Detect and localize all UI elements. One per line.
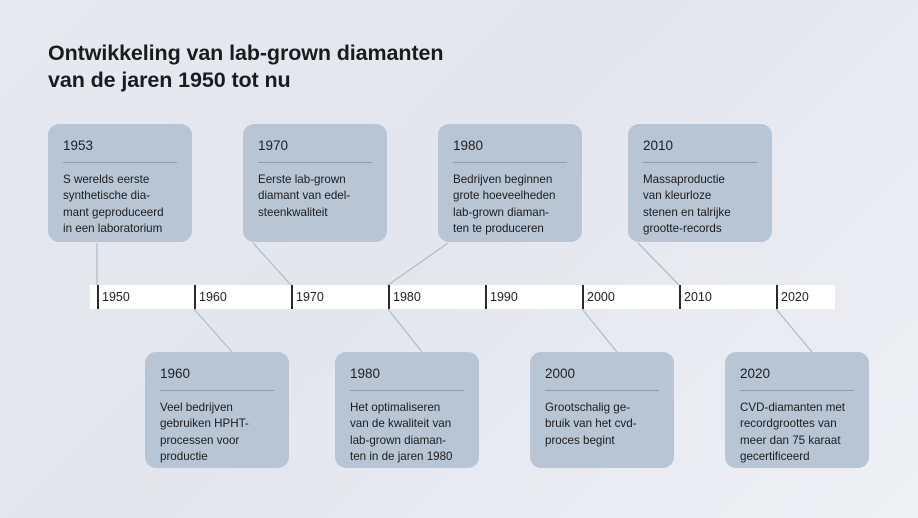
axis-tick-2010	[679, 285, 681, 309]
card-year: 1980	[350, 366, 464, 391]
card-description-line: recordgroottes van	[740, 417, 837, 431]
axis-tick-2020	[776, 285, 778, 309]
axis-tick-1990	[485, 285, 487, 309]
connector-line-7	[775, 308, 813, 353]
axis-label-2010: 2010	[684, 290, 712, 304]
axis-tick-2000	[582, 285, 584, 309]
connector-line-6	[581, 308, 618, 353]
axis-tick-1970	[291, 285, 293, 309]
axis-label-2020: 2020	[781, 290, 809, 304]
timeline-axis-bar	[90, 285, 835, 309]
card-description-line: stenen en talrijke	[643, 205, 731, 219]
card-year: 2020	[740, 366, 854, 391]
card-description: Het optimaliseren van de kwaliteit van lab…	[350, 400, 464, 466]
axis-label-1950: 1950	[102, 290, 130, 304]
card-year: 1960	[160, 366, 274, 391]
card-description-line: meer dan 75 karaat	[740, 433, 841, 447]
card-description-line: Het optimaliseren	[350, 401, 441, 414]
card-description-line: synthetische dia-	[63, 189, 150, 203]
axis-label-1980: 1980	[393, 290, 421, 304]
card-description: Grootschalig ge-bruik van het cvd-proces…	[545, 400, 659, 449]
card-description-line: proces begint	[545, 433, 615, 447]
card-description-line: diamant van edel-	[258, 189, 351, 203]
card-year: 2000	[545, 366, 659, 391]
card-description-line: grootte-records	[643, 222, 722, 236]
card-description: Eerste lab-grown diamant van edel-steenkw…	[258, 172, 372, 221]
card-description-line: Grootschalig ge-	[545, 401, 631, 414]
card-description-line: ten te produceren	[453, 222, 544, 236]
card-description-line: CVD-diamanten met	[740, 401, 846, 414]
card-year: 1980	[453, 138, 567, 163]
card-description-line: lab-grown diaman-	[453, 205, 550, 219]
connector-line-4	[193, 308, 233, 353]
axis-tick-1980	[388, 285, 390, 309]
card-description-line: ten in de jaren 1980	[350, 450, 453, 464]
card-year: 1970	[258, 138, 372, 163]
timeline-card-above-1953[interactable]: 1953 S werelds eerste synthetische dia-man…	[48, 124, 192, 242]
card-description-line: lab-grown diaman-	[350, 433, 447, 447]
card-description-line: Eerste lab-grown	[258, 173, 346, 186]
card-description: Veel bedrijven gebruiken HPHT-processen v…	[160, 400, 274, 466]
connector-line-1	[252, 242, 292, 286]
axis-tick-1960	[194, 285, 196, 309]
axis-label-1990: 1990	[490, 290, 518, 304]
connector-line-5	[387, 308, 423, 353]
card-year: 1953	[63, 138, 177, 163]
connector-line-3	[637, 242, 680, 286]
card-description-line: S werelds eerste	[63, 173, 150, 186]
card-description-line: mant geproduceerd	[63, 205, 164, 219]
card-description-line: productie	[160, 450, 208, 464]
card-description-line: gebruiken HPHT-	[160, 417, 249, 431]
card-description-line: Massaproductie	[643, 173, 725, 186]
page-title-line-1: Ontwikkeling van lab-grown diamanten	[48, 41, 444, 65]
card-description-line: steenkwaliteit	[258, 205, 328, 219]
axis-label-1960: 1960	[199, 290, 227, 304]
axis-label-1970: 1970	[296, 290, 324, 304]
page-title-line-2: van de jaren 1950 tot nu	[48, 68, 291, 93]
card-description-line: van de kwaliteit van	[350, 417, 452, 431]
card-description-line: van kleurloze	[643, 189, 712, 203]
card-description-line: in een laboratorium	[63, 222, 163, 236]
page-title: Ontwikkeling van lab-grown diamanten van…	[48, 40, 648, 95]
card-description: Bedrijven beginnen grote hoeveelheden lab-…	[453, 172, 567, 238]
card-description-line: Bedrijven beginnen	[453, 173, 553, 186]
card-description-line: bruik van het cvd-	[545, 417, 637, 431]
axis-label-2000: 2000	[587, 290, 615, 304]
card-description-line: processen voor	[160, 433, 240, 447]
card-description: S werelds eerste synthetische dia-mant ge…	[63, 172, 177, 238]
card-description: CVD-diamanten met recordgroottes van meer …	[740, 400, 854, 466]
card-description-line: Veel bedrijven	[160, 401, 233, 414]
card-year: 2010	[643, 138, 757, 163]
card-description-line: grote hoeveelheden	[453, 189, 556, 203]
connector-line-2	[387, 242, 449, 286]
card-description-line: gecertificeerd	[740, 450, 810, 464]
axis-tick-1950	[97, 285, 99, 309]
card-description: Massaproductie van kleurloze stenen en tal…	[643, 172, 757, 238]
